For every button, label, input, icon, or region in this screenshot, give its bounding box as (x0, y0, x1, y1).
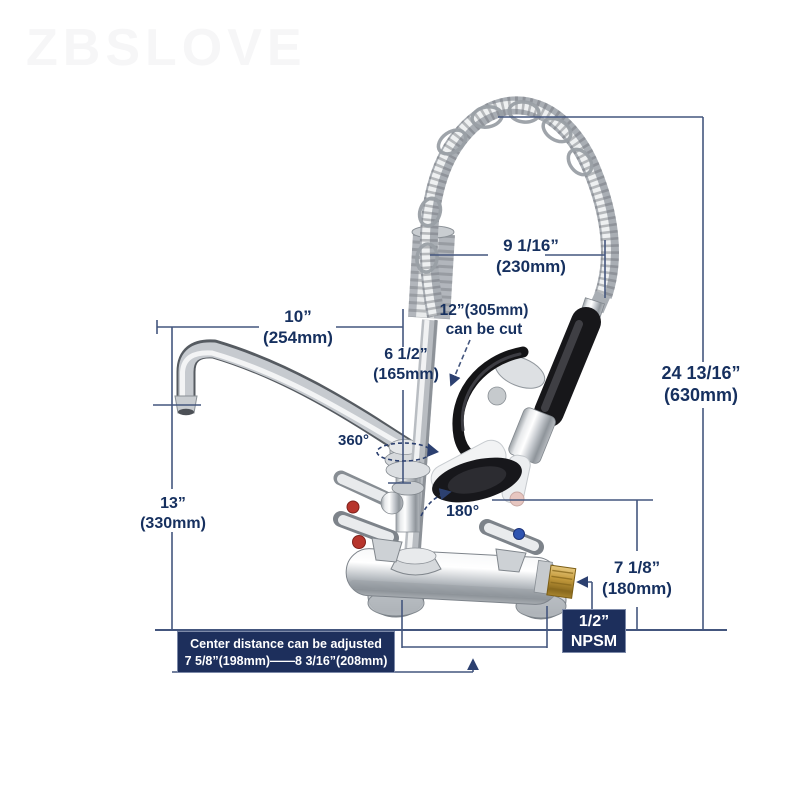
cold-index (513, 528, 525, 540)
center-distance-title: Center distance can be adjusted (190, 637, 382, 651)
addon-hot-index (346, 500, 360, 514)
hot-handle (338, 515, 394, 542)
swing-arc (420, 488, 452, 517)
dimension-lines (153, 116, 727, 673)
dim-spout-height: 13” (330mm) (140, 494, 206, 534)
dim-riser-cut: 12”(305mm) can be cut (440, 301, 529, 339)
spout-height-line (153, 327, 201, 630)
dim-spray-height-mm: (180mm) (602, 579, 672, 598)
riser-height-line (388, 309, 411, 484)
hot-index (352, 535, 366, 549)
dim-spout-length-inches: 10” (284, 307, 312, 326)
faucet-illustration (174, 96, 619, 620)
inlet-size-callout: 1/2” NPSM (562, 609, 626, 653)
spray-valve-assembly (430, 290, 611, 507)
sprayer-grip (534, 307, 601, 427)
dim-hose-span: 9 1/16” (230mm) (496, 235, 566, 277)
spout-outlet-opening (178, 408, 194, 416)
dim-spray-height-inches: 7 1/8” (613, 558, 661, 577)
dim-overall-height-inches: 24 13/16” (661, 363, 741, 383)
center-distance-line (401, 600, 548, 648)
dim-riser-cut-size: 12”(305mm) (439, 302, 529, 319)
dim-spout-length-mm: (254mm) (263, 328, 333, 347)
swing-spout (174, 339, 417, 458)
dim-spout-length: 10” (254mm) (263, 306, 333, 348)
spray-tip (509, 491, 525, 507)
inlet-leader (578, 582, 593, 610)
dim-hose-span-inches: 9 1/16” (503, 236, 559, 255)
dim-overall-height: 24 13/16” (630mm) (661, 362, 740, 406)
swing-angle-label: 180° (446, 503, 480, 520)
pre-rinse-spring-hose (415, 96, 619, 318)
addon-valve-lever (337, 474, 388, 502)
cold-handle (484, 523, 539, 551)
dim-spray-height: 7 1/8” (180mm) (602, 557, 672, 599)
swivel-angle-label: 360° (338, 432, 370, 449)
addon-valve (333, 460, 431, 533)
dim-riser-height: 6 1/2” (165mm) (373, 345, 439, 385)
dim-hose-span-mm: (230mm) (496, 257, 566, 276)
inlet-size-thread: NPSM (570, 633, 618, 650)
dim-riser-height-inches: 6 1/2” (384, 346, 428, 363)
dim-spout-height-mm: (330mm) (140, 515, 206, 532)
center-distance-callout: Center distance can be adjusted 7 5/8”(1… (177, 631, 395, 673)
cut-callout-arrow (449, 339, 471, 387)
dim-spout-height-inches: 13” (160, 495, 186, 512)
dim-overall-height-mm: (630mm) (663, 385, 739, 405)
loose-coil-loops (415, 100, 594, 274)
hose-span-line (430, 240, 606, 298)
brand-watermark: ZBSLOVE (26, 19, 307, 77)
dim-riser-cut-note: can be cut (445, 321, 523, 338)
swivel-arrowhead (427, 443, 439, 457)
inlet-size-value: 1/2” (578, 613, 610, 630)
center-distance-range: 7 5/8”(198mm)——8 3/16”(208mm) (184, 654, 388, 668)
spout-length-line (156, 320, 403, 334)
wall-mount-base (333, 511, 577, 620)
dim-riser-height-mm: (165mm) (373, 366, 439, 383)
